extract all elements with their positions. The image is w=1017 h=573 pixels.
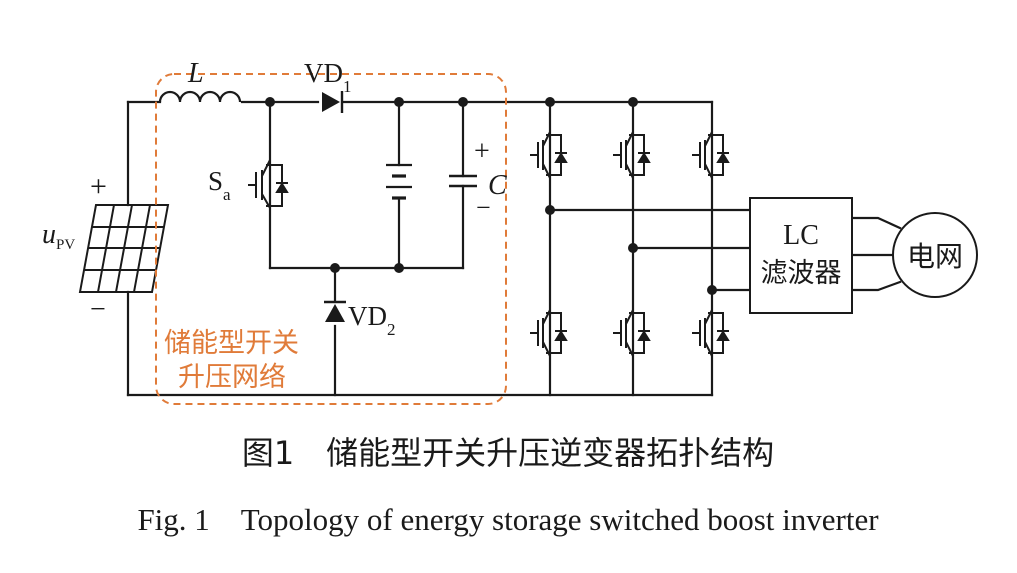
caption-english: Fig. 1 Topology of energy storage switch…	[137, 502, 879, 537]
capacitor-minus: −	[476, 193, 491, 222]
junction-dots	[265, 97, 717, 295]
igbt-upper-b	[613, 131, 651, 179]
switch-sa-symbol	[248, 159, 289, 209]
lc-filter-label-line1: LC	[783, 220, 819, 251]
battery-symbol	[386, 163, 412, 200]
pv-plus: +	[90, 170, 107, 203]
lc-filter-label-line2: 滤波器	[761, 258, 842, 289]
capacitor-plus: +	[474, 136, 490, 167]
pv-label: uPV	[42, 219, 75, 253]
vd2-label: VD2	[348, 301, 396, 339]
energy-storage-network-region	[155, 73, 507, 405]
diode-vd2-symbol	[324, 300, 346, 322]
inductor-label: L	[187, 58, 204, 89]
igbt-lower-b	[613, 309, 651, 357]
pv-panel-symbol	[78, 204, 170, 293]
igbt-upper-c	[692, 131, 730, 179]
capacitor-symbol	[449, 174, 477, 188]
diode-vd1-symbol	[322, 91, 344, 113]
inductor-symbol	[158, 90, 242, 103]
grid-circle	[892, 212, 978, 298]
pv-minus: −	[90, 294, 106, 325]
igbt-lower-a	[530, 309, 568, 357]
igbt-upper-a	[530, 131, 568, 179]
network-label-line2: 升压网络	[178, 362, 286, 393]
vd1-label: VD1	[304, 58, 352, 96]
capacitor-label: C	[488, 170, 507, 201]
grid-wire-c	[850, 280, 902, 292]
igbt-lower-c	[692, 309, 730, 357]
lc-filter-box	[749, 197, 853, 314]
grid-label: 电网	[907, 240, 963, 273]
network-label-line1: 储能型开关	[164, 328, 299, 359]
caption-chinese: 图1 储能型开关升压逆变器拓扑结构	[242, 434, 774, 472]
grid-wire-a	[850, 216, 902, 230]
switch-label: Sa	[208, 166, 231, 204]
